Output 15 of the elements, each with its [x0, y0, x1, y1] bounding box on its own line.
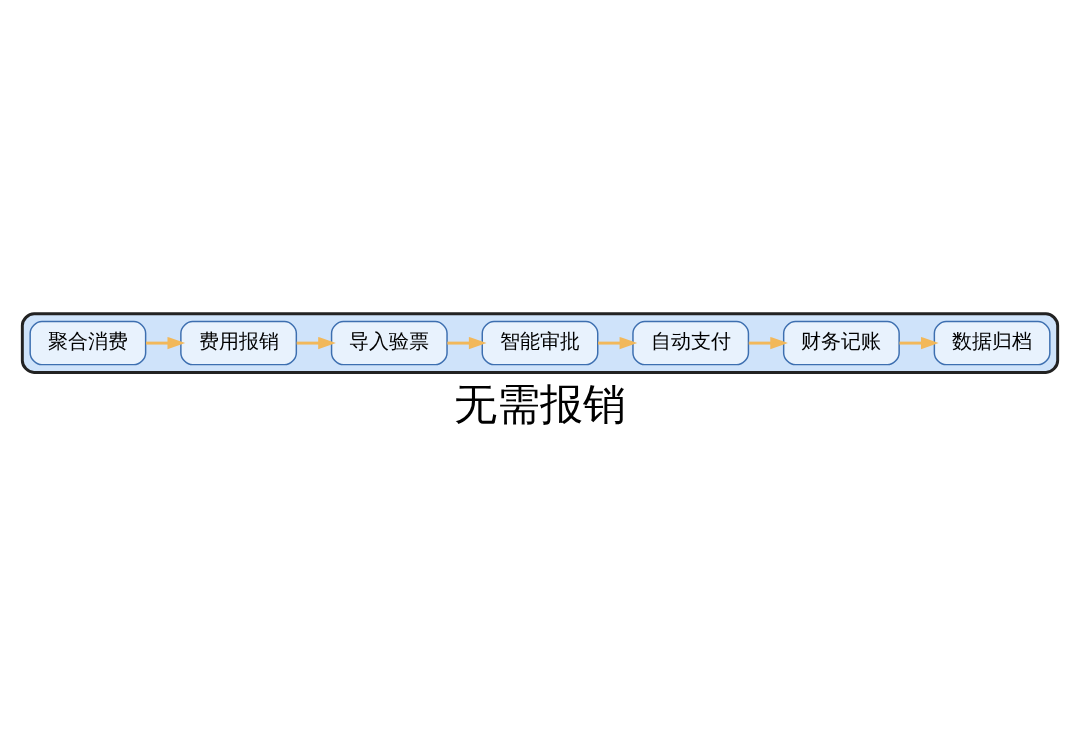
arrow [145, 336, 186, 350]
node-box: 智能审批 [481, 320, 599, 366]
cluster [20, 312, 1060, 374]
node-box: 财务记账 [782, 320, 900, 366]
arrow [748, 336, 788, 350]
node-box: 聚合消费 [29, 320, 147, 366]
arrow [296, 336, 336, 350]
node-box: 导入验票 [330, 320, 448, 366]
arrow [598, 336, 638, 350]
arrow [899, 336, 939, 350]
node-box: 数据归档 [933, 320, 1051, 366]
arrow [447, 336, 487, 350]
node-box: 费用报销 [180, 320, 298, 366]
caption: 无需报销 [454, 378, 626, 429]
node-box: 自动支付 [632, 320, 750, 366]
